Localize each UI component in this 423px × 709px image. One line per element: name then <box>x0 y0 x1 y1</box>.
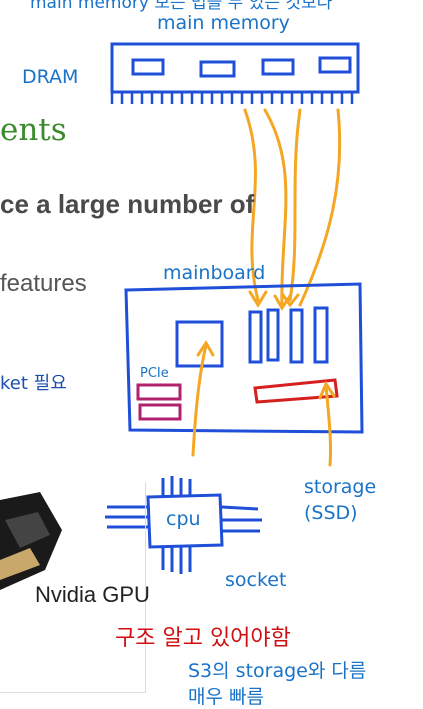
pcie-label: PCIe <box>140 366 169 381</box>
s3-storage-note: S3의 storage와 다름 <box>188 660 367 682</box>
mainboard-outline <box>124 282 364 434</box>
storage-label: storage <box>304 476 377 498</box>
slide-bullet: ce a large number of <box>0 189 255 219</box>
socket-note: ket 필요 <box>0 373 67 394</box>
storage-arrow <box>318 380 336 467</box>
dram-module <box>110 42 360 104</box>
fast-note: 매우 빠름 <box>188 686 264 708</box>
memory-arrows <box>243 108 342 311</box>
storage-slot <box>253 378 339 404</box>
gpu-image <box>0 492 62 590</box>
dram-label: DRAM <box>22 66 79 88</box>
gpu-caption: Nvidia GPU <box>35 582 150 607</box>
cpu-arrow <box>191 340 215 457</box>
cpu-chip <box>105 476 262 574</box>
pcie-slots <box>136 383 182 421</box>
cutoff-annotation: main memory 보는 법을 두 있는 것보다 <box>30 0 333 13</box>
main-memory-label: main memory <box>157 12 290 34</box>
cpu-label: cpu <box>166 508 201 530</box>
structure-note: 구조 알고 있어야함 <box>115 626 291 651</box>
slide-heading: ents <box>0 112 67 148</box>
gpu-image-frame <box>0 482 146 693</box>
mainboard-label: mainboard <box>163 262 266 284</box>
slide-features: features <box>0 270 87 297</box>
ssd-label: (SSD) <box>304 502 358 524</box>
socket-label: socket <box>225 569 287 591</box>
